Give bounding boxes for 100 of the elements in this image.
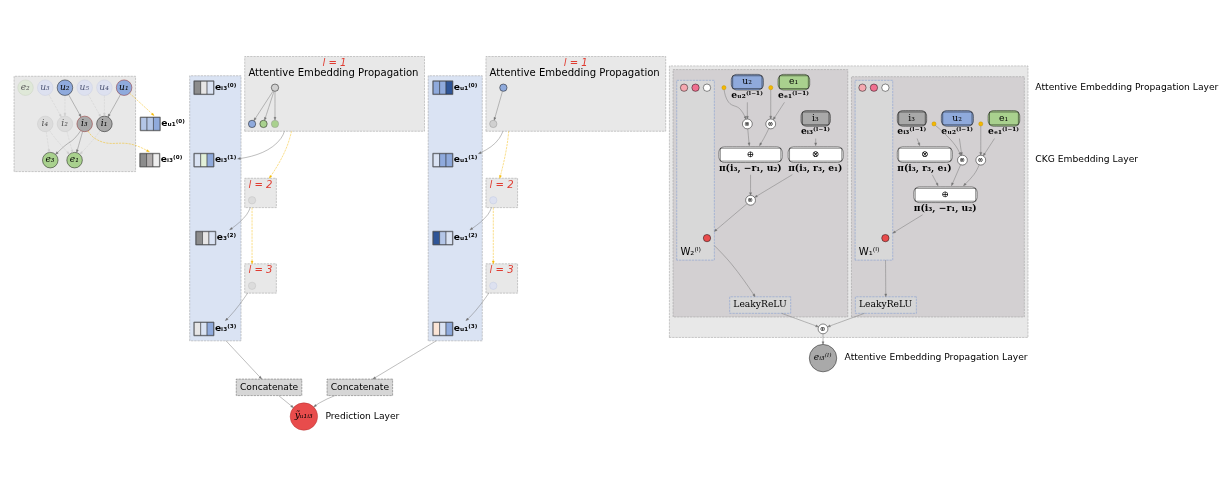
node-circle	[768, 84, 774, 90]
node-circle	[721, 84, 727, 90]
node-label: eᵤ₁⁽¹⁾	[453, 152, 478, 164]
label: Attentive Embedding Propagation Layer	[844, 350, 1028, 362]
arrow	[264, 90, 275, 120]
node-circle	[499, 83, 508, 92]
arrow	[68, 93, 82, 117]
node-label: eᵤ₂⁽ˡ⁻¹⁾	[731, 88, 763, 100]
node-label: eᵤ₁⁽³⁾	[453, 321, 478, 333]
arrow	[107, 93, 121, 117]
arrow	[769, 89, 772, 119]
label: Prediction Layer	[325, 409, 400, 421]
node-label: eᵤ₂⁽ˡ⁻¹⁾	[941, 124, 973, 136]
node-label: eᵤ₁⁽⁰⁾	[161, 116, 185, 128]
arrow	[48, 93, 62, 117]
arrow	[714, 203, 748, 232]
arrow	[749, 174, 752, 196]
arrow	[951, 164, 961, 186]
arrow	[963, 164, 980, 186]
node-circle	[680, 83, 688, 92]
node-label: eᵤ₁⁽⁰⁾	[453, 80, 478, 92]
arrow	[225, 292, 248, 321]
node-circle: u₁	[116, 79, 133, 96]
arrow	[88, 93, 101, 117]
arrow	[754, 173, 793, 198]
arrow	[814, 137, 817, 146]
node-box: Concatenate	[236, 378, 303, 396]
node-label: π(i₃, r₃, e₁)	[897, 161, 952, 173]
arrow	[66, 130, 74, 153]
arrow	[313, 394, 336, 407]
arrow	[469, 206, 492, 230]
node-circle	[870, 83, 878, 92]
node-label: eᵢ₃⁽⁰⁾	[160, 152, 183, 164]
arrow	[278, 394, 294, 408]
arrow	[772, 101, 785, 120]
node-circle	[703, 233, 711, 242]
node-label: eₑ₁⁽ˡ⁻¹⁾	[988, 124, 1019, 136]
arrow	[884, 259, 887, 297]
arrow	[273, 90, 277, 120]
arrow	[932, 174, 939, 186]
arrow	[225, 340, 262, 379]
arrow	[478, 130, 504, 154]
node-circle	[248, 195, 256, 204]
arrow	[253, 90, 274, 121]
node-label: eᵢ₃⁽¹⁾	[214, 152, 237, 164]
node-circle	[978, 121, 984, 126]
arrow	[269, 130, 292, 178]
node-circle	[858, 83, 867, 92]
arrow	[747, 128, 751, 146]
arrow	[892, 214, 923, 233]
arrow	[55, 129, 81, 155]
arrow	[229, 206, 251, 230]
arrow	[237, 130, 285, 160]
node-circle	[691, 83, 700, 92]
node-box: LeakyReLU	[855, 296, 917, 314]
node-circle	[703, 83, 711, 92]
node-label: eᵢ₃⁽ˡ⁻¹⁾	[801, 124, 830, 136]
node-circle	[881, 83, 890, 92]
arrow	[979, 125, 982, 155]
arrow	[129, 92, 155, 116]
arrow	[493, 90, 503, 120]
node-circle	[271, 119, 279, 128]
node-circle: u₂	[56, 79, 73, 96]
node-label: eᵢ₃⁽ˡ⁻¹⁾	[897, 124, 927, 136]
node-label: eₑ₁⁽ˡ⁻¹⁾	[778, 88, 809, 100]
node-circle	[259, 119, 268, 128]
label: CKG Embedding Layer	[1035, 152, 1139, 164]
arrow	[916, 137, 920, 146]
arrow	[492, 206, 495, 264]
node-circle	[881, 233, 890, 242]
node-label: π(i₃, −r₁, u₂)	[913, 201, 977, 213]
node-circle	[489, 195, 498, 204]
node-circle	[271, 83, 279, 92]
cluster: l = 2	[485, 177, 518, 208]
node-circle: e₂	[17, 79, 34, 96]
node-label: eᵤ₁⁽²⁾	[453, 230, 478, 242]
arrow	[935, 124, 961, 156]
node-circle	[931, 121, 937, 126]
arrow	[49, 129, 70, 154]
node-circle	[489, 119, 498, 128]
arrow	[87, 130, 150, 152]
arrow	[959, 137, 963, 155]
arrow	[372, 340, 437, 379]
cluster: l = 2	[244, 177, 277, 208]
node-box: LeakyReLU	[729, 296, 791, 314]
arrow	[499, 130, 509, 178]
node-label: π(i₃, −r₁, u₂)	[718, 161, 782, 173]
arrow	[723, 89, 747, 119]
node-label: π(i₃, r₃, e₁)	[788, 161, 843, 173]
node-label: eᵢ₃⁽³⁾	[214, 321, 237, 333]
arrow	[781, 312, 819, 327]
cluster: W₂⁽ˡ⁾	[676, 79, 715, 260]
arrow	[250, 206, 254, 264]
arrow	[714, 244, 756, 297]
arrow	[76, 130, 83, 153]
arrow	[821, 333, 825, 345]
arrow	[983, 137, 995, 156]
arrow	[79, 129, 101, 154]
arrow	[827, 312, 865, 327]
arrow	[465, 292, 490, 321]
